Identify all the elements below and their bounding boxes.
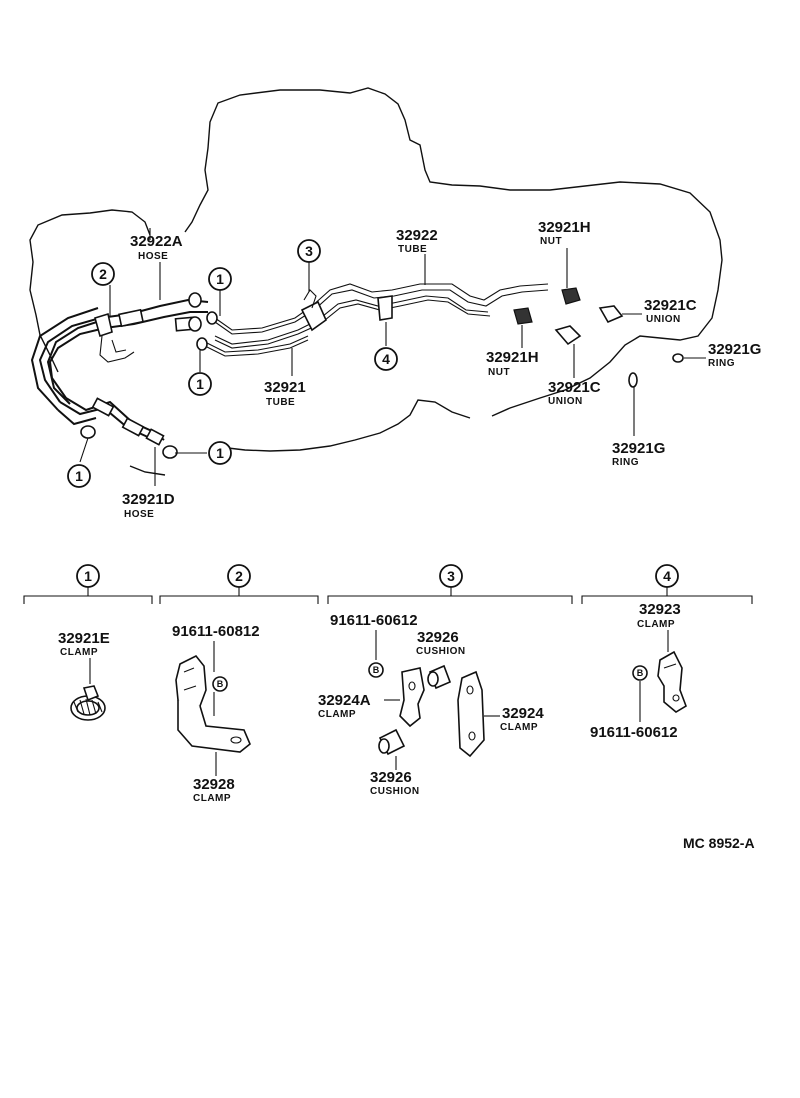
figure-code: MC 8952-A: [683, 835, 755, 851]
svg-text:32926: 32926: [370, 769, 412, 786]
group-brackets: [23, 587, 753, 604]
svg-text:TUBE: TUBE: [266, 397, 295, 408]
svg-text:UNION: UNION: [548, 396, 583, 407]
callout-tube-32921: 32921 TUBE: [264, 379, 306, 408]
svg-text:32921H: 32921H: [538, 219, 591, 236]
svg-text:2: 2: [99, 266, 107, 282]
svg-text:CLAMP: CLAMP: [60, 647, 98, 658]
svg-text:32921H: 32921H: [486, 349, 539, 366]
svg-text:3: 3: [447, 568, 455, 584]
svg-text:CLAMP: CLAMP: [637, 619, 675, 630]
svg-text:CLAMP: CLAMP: [318, 709, 356, 720]
svg-text:32921G: 32921G: [612, 440, 665, 457]
svg-text:RING: RING: [612, 457, 639, 468]
svg-text:3: 3: [305, 243, 313, 259]
marker-2-hose-clamp: 2: [91, 262, 115, 286]
callout-nut-32921H-lower: 32921H NUT: [486, 349, 539, 378]
svg-text:4: 4: [663, 568, 671, 584]
svg-text:32921G: 32921G: [708, 341, 761, 358]
cushion-32926-top: [427, 664, 452, 690]
clamp-32924: [457, 670, 485, 758]
engine-outline: [29, 87, 723, 476]
hose-clamp-32921E: [70, 685, 106, 721]
cushion-32926-bottom: [378, 728, 406, 756]
marker-1-right-bottom: 1: [208, 441, 232, 465]
clamp-32924A: [399, 667, 425, 728]
marker-1-top: 1: [208, 267, 232, 291]
svg-text:32922A: 32922A: [130, 233, 183, 250]
svg-text:NUT: NUT: [540, 236, 562, 247]
svg-text:32923: 32923: [639, 601, 681, 618]
callout-nut-32921H-top: 32921H NUT: [538, 219, 591, 247]
callout-union-32921C-right: 32921C UNION: [644, 297, 697, 325]
svg-text:1: 1: [75, 468, 83, 484]
svg-text:1: 1: [216, 271, 224, 287]
callout-ring-32921G-lower: 32921G RING: [612, 440, 665, 468]
svg-text:CUSHION: CUSHION: [370, 786, 420, 797]
group-2-detail: 91611-60812 B 32928 CLAMP: [172, 623, 260, 804]
svg-text:32921C: 32921C: [644, 297, 697, 314]
clamp-32923: [657, 650, 687, 713]
svg-text:32928: 32928: [193, 776, 235, 793]
svg-text:NUT: NUT: [488, 367, 510, 378]
group-marker-4: 4: [655, 564, 679, 588]
svg-text:32921C: 32921C: [548, 379, 601, 396]
marker-3-tube-clamp: 3: [297, 239, 321, 263]
callout-tube-32922: 32922 TUBE: [396, 227, 438, 255]
svg-text:91611-60612: 91611-60612: [330, 612, 418, 629]
svg-text:1: 1: [196, 376, 204, 392]
hose-assembly: [30, 292, 209, 459]
callout-union-32921C-lower: 32921C UNION: [548, 379, 601, 407]
svg-text:TUBE: TUBE: [398, 244, 427, 255]
marker-1-left-bottom: 1: [67, 464, 91, 488]
svg-text:32924: 32924: [502, 705, 544, 722]
callout-hose-32921D: 32921D HOSE: [122, 491, 175, 520]
bolt-symbol-g3: B: [368, 662, 384, 678]
svg-text:91611-60812: 91611-60812: [172, 623, 260, 640]
svg-text:CUSHION: CUSHION: [416, 646, 466, 657]
svg-text:1: 1: [84, 568, 92, 584]
svg-text:32922: 32922: [396, 227, 438, 244]
svg-text:4: 4: [382, 351, 390, 367]
svg-text:CLAMP: CLAMP: [193, 793, 231, 804]
group-1-detail: 32921E CLAMP: [58, 630, 110, 721]
svg-text:B: B: [637, 668, 644, 678]
callout-hose-32922A: 32922A HOSE: [130, 233, 183, 262]
leader-lines: [79, 228, 706, 486]
svg-text:32921: 32921: [264, 379, 306, 396]
bracket-clamp-32928: [175, 654, 251, 753]
bolt-symbol-g2: B: [212, 676, 228, 692]
svg-text:91611-60612: 91611-60612: [590, 724, 678, 741]
marker-1-middle: 1: [188, 372, 212, 396]
tube-assembly: [196, 283, 684, 388]
group-4-detail: 32923 CLAMP B 91611-60612: [590, 601, 687, 741]
group-marker-2: 2: [227, 564, 251, 588]
svg-text:HOSE: HOSE: [124, 509, 154, 520]
svg-text:CLAMP: CLAMP: [500, 722, 538, 733]
group-3-detail: 91611-60612 B 32926 CUSHION 32924A CLAMP…: [318, 612, 544, 797]
svg-text:1: 1: [216, 445, 224, 461]
group-marker-3: 3: [439, 564, 463, 588]
svg-text:B: B: [373, 665, 380, 675]
group-marker-1: 1: [76, 564, 100, 588]
marker-4-tube-clamp: 4: [374, 347, 398, 371]
svg-text:HOSE: HOSE: [138, 251, 168, 262]
svg-text:UNION: UNION: [646, 314, 681, 325]
callout-ring-32921G-right: 32921G RING: [708, 341, 761, 369]
svg-text:32924A: 32924A: [318, 692, 371, 709]
svg-text:2: 2: [235, 568, 243, 584]
svg-text:32921E: 32921E: [58, 630, 110, 647]
svg-text:RING: RING: [708, 358, 735, 369]
svg-text:B: B: [217, 679, 224, 689]
svg-text:32926: 32926: [417, 629, 459, 646]
svg-text:32921D: 32921D: [122, 491, 175, 508]
bolt-symbol-g4: B: [632, 665, 648, 681]
